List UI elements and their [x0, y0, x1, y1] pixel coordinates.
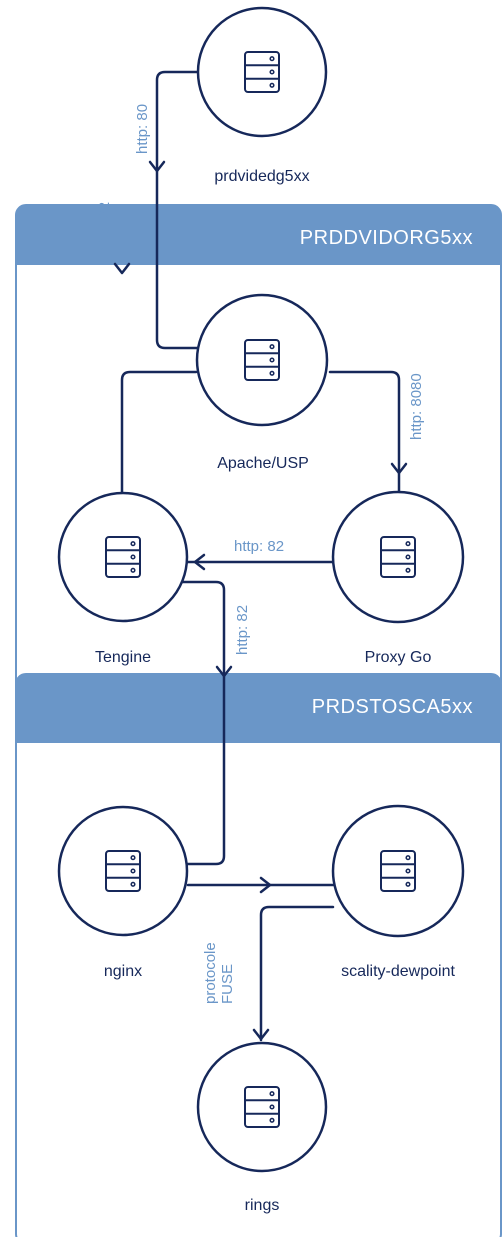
node-nginx[interactable]: nginx	[57, 805, 189, 980]
arrow-icon	[252, 1028, 270, 1041]
group-header	[16, 674, 501, 743]
arrow-icon	[193, 553, 206, 571]
arrow-icon	[390, 462, 408, 475]
node-circle	[195, 293, 329, 427]
node-circle	[57, 491, 189, 623]
edge-label: http: 82	[234, 605, 251, 655]
group-title: PRDSTOSCA5xx	[312, 696, 473, 718]
edge-tengine-to-nginx	[179, 580, 226, 866]
edge-label: protocole	[202, 942, 219, 1004]
node-label: rings	[245, 1197, 280, 1214]
edges: http: 80 http: 82 http: 8080 http: 82 ht…	[96, 70, 425, 1042]
node-label: prdvidedg5xx	[214, 168, 309, 185]
node-prdvidedg[interactable]: prdvidedg5xx	[196, 6, 328, 185]
node-proxygo[interactable]: Proxy Go	[331, 490, 465, 666]
node-rings[interactable]: rings	[196, 1041, 328, 1214]
edge-label: http: 82	[234, 538, 284, 555]
edge-scality-to-rings	[259, 905, 335, 1042]
edge-prdvidedg-to-apache	[155, 70, 199, 350]
arrow-icon	[113, 262, 131, 275]
edge-label: http: 80	[134, 104, 151, 154]
edge-apache-to-tengine	[120, 370, 198, 494]
arrow-icon	[148, 160, 166, 173]
arrow-icon	[259, 876, 272, 894]
edge-label: http: 8080	[408, 373, 425, 440]
node-circle	[196, 6, 328, 138]
group-header	[16, 205, 501, 265]
node-label: scality-dewpoint	[341, 963, 455, 980]
edge-label: FUSE	[219, 964, 236, 1004]
node-label: nginx	[104, 963, 142, 980]
node-label: Apache/USP	[217, 455, 309, 472]
edge-label: http: 82	[96, 202, 113, 252]
node-tengine[interactable]: Tengine	[57, 491, 189, 666]
node-label: Proxy Go	[365, 649, 432, 666]
node-apache[interactable]: Apache/USP	[195, 293, 329, 472]
edge-apache-to-proxygo	[328, 370, 401, 494]
group-title: PRDDVIDORG5xx	[300, 227, 473, 249]
node-scality[interactable]: scality-dewpoint	[331, 804, 465, 980]
node-circle	[331, 490, 465, 624]
node-label: Tengine	[95, 649, 151, 666]
group-prddvidorg5xx: PRDDVIDORG5xx	[15, 204, 502, 693]
arrow-icon	[215, 665, 233, 678]
node-circle	[57, 805, 189, 937]
node-circle	[331, 804, 465, 938]
group-box	[15, 204, 502, 693]
node-circle	[196, 1041, 328, 1173]
